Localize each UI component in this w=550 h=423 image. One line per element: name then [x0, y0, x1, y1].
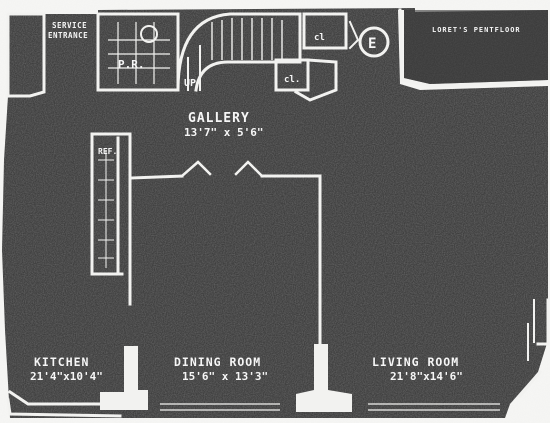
floor-note: LORET'S PENTFLOOR: [432, 26, 521, 34]
refrigerator-label: REF.: [98, 147, 117, 156]
service-entrance-label-2: ENTRANCE: [48, 31, 88, 40]
exterior-area-right: [404, 10, 548, 84]
dining-room-name: DINING ROOM: [174, 355, 261, 369]
interior-walls: [90, 132, 535, 412]
gallery-name: GALLERY: [188, 111, 250, 126]
closet-top-label: cl: [314, 33, 325, 43]
core-block: [96, 12, 390, 102]
kitchen-name: KITCHEN: [34, 355, 89, 369]
living-room-dims: 21'8"x14'6": [390, 370, 463, 383]
powder-room-label: P.R.: [118, 58, 145, 71]
elevator-label: E: [368, 36, 376, 52]
service-entrance-label-1: SERVICE: [52, 21, 87, 30]
labels: SERVICE ENTRANCE P.R. UP cl cl. E LORET'…: [30, 21, 521, 383]
living-room-name: LIVING ROOM: [372, 355, 459, 369]
stair-up-label: UP: [184, 78, 196, 89]
gallery-dims: 13'7" x 5'6": [184, 126, 263, 139]
dining-room-dims: 15'6" x 13'3": [182, 370, 268, 383]
closet-mid-label: cl.: [284, 75, 300, 85]
kitchen-dims: 21'4"x10'4": [30, 370, 103, 383]
outer-walls: [6, 8, 550, 418]
